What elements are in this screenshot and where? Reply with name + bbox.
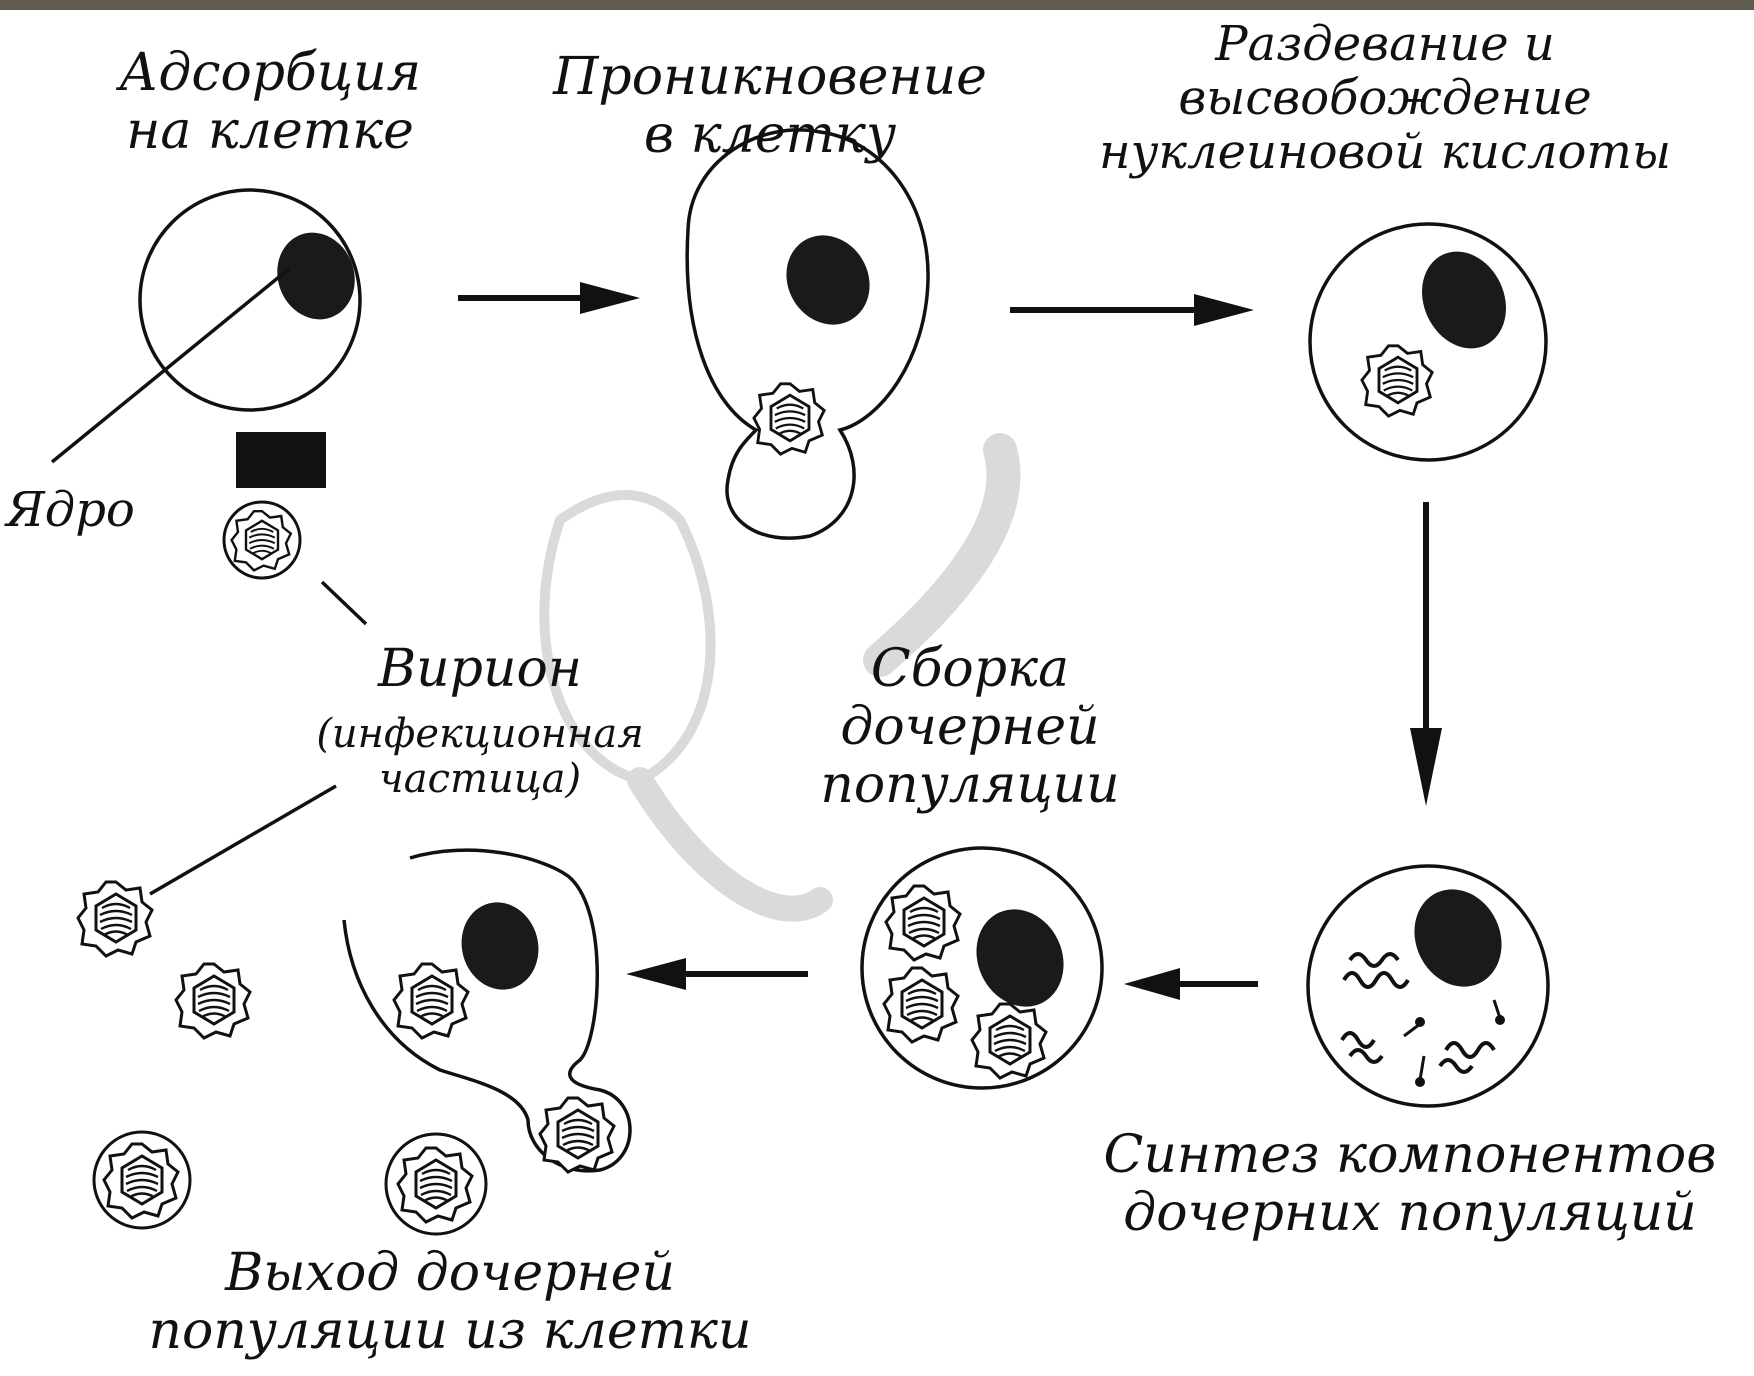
label-virion: Вирион bbox=[330, 640, 630, 698]
label-nucleus: Ядро bbox=[6, 484, 135, 538]
cell-uncoating bbox=[1310, 224, 1546, 460]
arrow-2 bbox=[1010, 294, 1254, 326]
cell-adsorption bbox=[52, 190, 367, 624]
arrow-4 bbox=[1124, 968, 1258, 1000]
arrow-5 bbox=[626, 958, 808, 990]
label-exit: Выход дочерней популяции из клетки bbox=[120, 1244, 780, 1360]
arrow-1 bbox=[458, 282, 640, 314]
cell-synthesis bbox=[1308, 866, 1548, 1106]
label-adsorption: Адсорбция на клетке bbox=[80, 44, 460, 160]
label-uncoating: Раздевание и высвобождение нуклеиновой к… bbox=[1020, 18, 1750, 179]
label-penetration: Проникновение в клетку bbox=[540, 48, 1000, 164]
cell-exit bbox=[344, 850, 630, 1234]
label-virion-note: (инфекционная частица) bbox=[270, 712, 690, 802]
cell-penetration bbox=[687, 130, 928, 538]
label-synthesis: Синтез компонентов дочерних популяций bbox=[1070, 1126, 1750, 1242]
released-virions bbox=[78, 786, 336, 1228]
label-assembly: Сборка дочерней популяции bbox=[780, 640, 1160, 815]
arrow-3 bbox=[1410, 502, 1442, 806]
cell-assembly bbox=[862, 848, 1102, 1088]
